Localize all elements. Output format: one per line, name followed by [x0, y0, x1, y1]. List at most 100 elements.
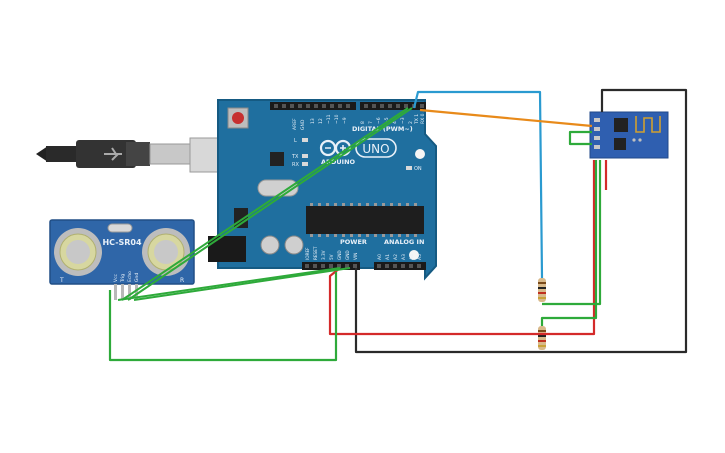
- analog-pin-socket[interactable]: [401, 264, 405, 268]
- wire-green-sensor-loop[interactable]: [108, 272, 338, 362]
- chip-pin: [414, 203, 417, 206]
- l-label: L: [294, 138, 297, 144]
- wire-green-esp-loop[interactable]: [568, 130, 592, 146]
- tx-label: TX: [291, 154, 299, 160]
- resistor-2[interactable]: [538, 326, 546, 350]
- digital-pin-label: 4: [392, 121, 398, 124]
- digital-pin-socket[interactable]: [282, 104, 286, 108]
- aref-label: AREF: [292, 118, 298, 130]
- wire-green-divider[interactable]: [542, 160, 602, 306]
- digital-pin-socket[interactable]: [364, 104, 368, 108]
- digital-pin-socket[interactable]: [306, 104, 310, 108]
- usb-icon: [104, 147, 122, 161]
- esp-chip: [614, 118, 628, 132]
- esp8266-module[interactable]: [589, 111, 669, 159]
- wire-red-power[interactable]: [328, 160, 596, 336]
- wire-orange-rx[interactable]: [419, 108, 593, 128]
- digital-pin-socket[interactable]: [290, 104, 294, 108]
- led: [632, 138, 636, 142]
- digital-pin-socket[interactable]: [380, 104, 384, 108]
- power-pin-socket[interactable]: [337, 264, 341, 268]
- digital-pin-socket[interactable]: [420, 104, 424, 108]
- sensor-pin[interactable]: [114, 284, 117, 300]
- digital-pin-socket[interactable]: [330, 104, 334, 108]
- digital-pin-socket[interactable]: [346, 104, 350, 108]
- analog-pin-socket[interactable]: [393, 264, 397, 268]
- digital-pin-socket[interactable]: [314, 104, 318, 108]
- wire-green-trig[interactable]: [121, 107, 409, 301]
- esp-pin[interactable]: [594, 136, 600, 140]
- digital-pin-socket[interactable]: [372, 104, 376, 108]
- uno-badge: UNO: [355, 138, 397, 158]
- flash-chip: [614, 138, 626, 150]
- chip-pin: [398, 234, 401, 237]
- wire-green-echo[interactable]: [127, 107, 413, 301]
- chip-pin: [318, 234, 321, 237]
- digital-pin-socket[interactable]: [404, 104, 408, 108]
- esp-pin[interactable]: [594, 127, 600, 131]
- analog-pin-label: A5: [417, 254, 423, 260]
- digital-pin-socket[interactable]: [388, 104, 392, 108]
- analog-pin-socket[interactable]: [377, 264, 381, 268]
- power-pin-socket[interactable]: [353, 264, 357, 268]
- power-pin-label: GND: [337, 250, 342, 260]
- digital-pin-socket[interactable]: [298, 104, 302, 108]
- usb-cable[interactable]: [36, 137, 235, 173]
- analog-header[interactable]: [374, 262, 426, 270]
- power-label: POWER: [340, 238, 367, 246]
- digital-pin-socket[interactable]: [396, 104, 400, 108]
- power-pin-socket[interactable]: [345, 264, 349, 268]
- esp-pin[interactable]: [594, 118, 600, 122]
- digital-pin-label: ~10: [334, 114, 340, 124]
- digital-pin-label: ~5: [384, 117, 390, 124]
- wire-green-divider-2[interactable]: [540, 160, 598, 326]
- sensor-pin-label: Echo: [127, 271, 133, 282]
- sensor-pin[interactable]: [121, 284, 124, 300]
- capacitor: [284, 235, 304, 255]
- digital-pin-label: ~11: [326, 114, 332, 124]
- analog-pin-socket[interactable]: [409, 264, 413, 268]
- esp-pin[interactable]: [594, 145, 600, 149]
- digital-pin-socket[interactable]: [322, 104, 326, 108]
- resistor-1[interactable]: [538, 278, 546, 302]
- digital-pin-label: ~6: [376, 117, 382, 124]
- crystal: [107, 223, 133, 233]
- chip-pin: [382, 203, 385, 206]
- chip-pin: [318, 203, 321, 206]
- analog-pin-socket[interactable]: [385, 264, 389, 268]
- wire-green-vcc[interactable]: [117, 267, 341, 301]
- digital-pin-socket[interactable]: [274, 104, 278, 108]
- sensor-pin-label: Vcc: [113, 273, 119, 282]
- digital-header-left[interactable]: [270, 102, 356, 110]
- chip-pin: [310, 203, 313, 206]
- analog-pin-socket[interactable]: [417, 264, 421, 268]
- mounting-hole: [415, 149, 425, 159]
- power-pin-socket[interactable]: [321, 264, 325, 268]
- l-led: [302, 138, 308, 142]
- wire-blue-tx[interactable]: [412, 90, 544, 279]
- mounting-hole: [409, 250, 419, 260]
- reset-button[interactable]: [227, 107, 249, 129]
- digital-pin-label: 13: [310, 118, 316, 124]
- wire-green-gnd[interactable]: [133, 267, 351, 301]
- chip-pin: [398, 203, 401, 206]
- digital-header-right[interactable]: [360, 102, 426, 110]
- power-pin-label: VIN: [353, 253, 358, 260]
- wire-black-gnd[interactable]: [354, 88, 688, 354]
- power-pin-socket[interactable]: [329, 264, 333, 268]
- power-pin-socket[interactable]: [305, 264, 309, 268]
- power-pin-label: 5V: [329, 254, 334, 260]
- digital-pin-socket[interactable]: [338, 104, 342, 108]
- chip-pin: [326, 234, 329, 237]
- power-jack[interactable]: [208, 236, 246, 262]
- gnd-label: GND: [300, 119, 306, 130]
- chip-pin: [414, 234, 417, 237]
- sensor-pin[interactable]: [135, 284, 138, 300]
- usb-chip: [270, 152, 284, 166]
- digital-pin-label: RX 0: [420, 113, 426, 124]
- sensor-pin[interactable]: [128, 284, 131, 300]
- power-pin-socket[interactable]: [313, 264, 317, 268]
- chip-pin: [358, 203, 361, 206]
